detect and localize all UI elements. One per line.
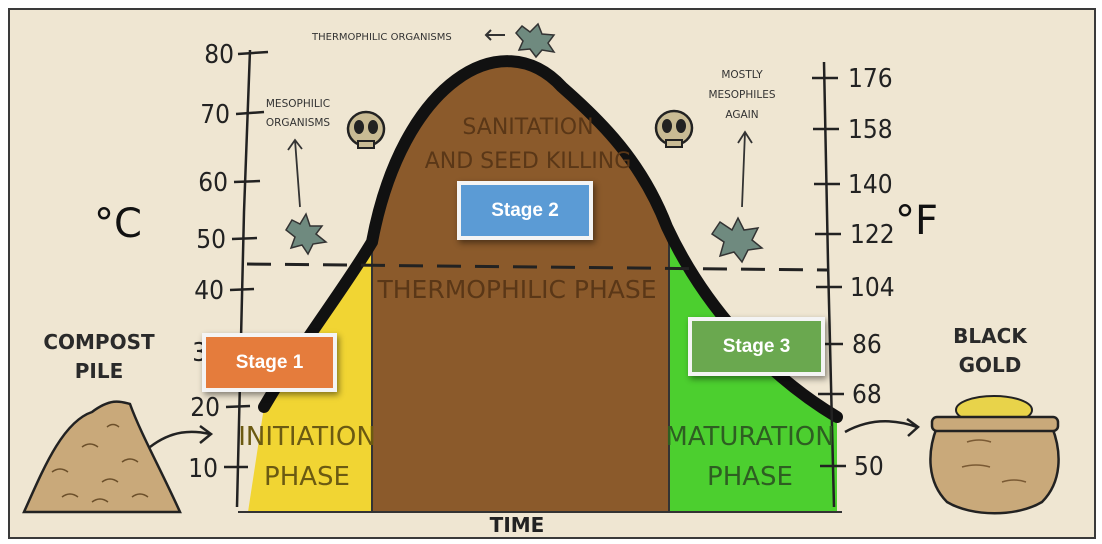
fahrenheit-tick-7: 50 [854,452,884,482]
celsius-tick-3: 50 [196,225,226,255]
celsius-tick-7: 10 [188,454,218,484]
mostly-label-line2: MESOPHILES [708,89,775,101]
sanitation-label-line2: AND SEED KILLING [425,149,632,174]
threshold-dashed-line [246,262,828,272]
celsius-axis [235,49,252,508]
stage-1-badge: Stage 1 [202,333,337,392]
compost-pile-icon [22,400,182,514]
mesophilic-label-line2: ORGANISMS [266,117,331,129]
thermophilic-arrow-icon [484,29,505,41]
fahrenheit-tick-4: 104 [850,273,895,303]
sanitation-label-line1: SANITATION [462,115,593,140]
celsius-tick-4: 40 [194,276,224,306]
microbe-top-icon [515,22,556,59]
fahrenheit-tick-2: 140 [848,170,893,200]
fahrenheit-tick-3: 122 [850,220,895,250]
temperature-curve [258,55,843,423]
stage-2-badge: Stage 2 [457,181,593,240]
mesophiles-arrow-icon [737,130,753,208]
gold-arrow-icon [844,417,920,437]
compost-diagram: 80 70 60 50 40 30 20 10 176 158 140 122 … [8,8,1096,539]
stage-3-badge: Stage 3 [688,317,825,376]
initiation-label-line1: INITIATION [238,422,376,452]
maturation-label-line1: MATURATION [665,422,834,452]
mostly-label-line1: MOSTLY [721,69,763,81]
fahrenheit-tick-1: 158 [848,115,893,145]
mesophilic-arrow-icon [287,138,303,208]
celsius-tick-2: 60 [198,168,228,198]
initiation-label-line2: PHASE [264,462,350,492]
celsius-unit-label: °C [94,201,142,247]
mostly-label-line3: AGAIN [725,109,758,121]
black-gold-label-line2: GOLD [959,353,1022,377]
black-gold-label-line1: BLACK [953,324,1028,348]
fahrenheit-tick-0: 176 [848,64,893,94]
skull-left-icon [346,110,386,149]
fahrenheit-ticks [812,76,846,468]
celsius-tick-6: 20 [190,393,220,423]
compost-pile-label-line2: PILE [75,359,124,383]
celsius-tick-0: 80 [204,40,234,70]
gold-pot-icon [929,395,1060,515]
maturation-label-line2: PHASE [707,462,793,492]
celsius-tick-1: 70 [200,100,230,130]
fahrenheit-tick-5: 86 [852,330,882,360]
thermophilic-phase-label: THERMOPHILIC PHASE [376,275,656,304]
mesophilic-label-line1: MESOPHILIC [266,98,330,110]
compost-pile-label-line1: COMPOST [43,330,155,354]
microbe-left-icon [285,212,328,256]
microbe-right-icon [710,216,764,264]
fahrenheit-tick-6: 68 [852,380,882,410]
x-axis-label: TIME [490,513,545,537]
diagram-canvas: 80 70 60 50 40 30 20 10 176 158 140 122 … [22,22,1060,537]
thermophilic-organisms-label: THERMOPHILIC ORGANISMS [311,32,452,43]
compost-arrow-icon [149,424,214,448]
skull-right-icon [654,109,694,148]
fahrenheit-unit-label: °F [895,198,938,244]
